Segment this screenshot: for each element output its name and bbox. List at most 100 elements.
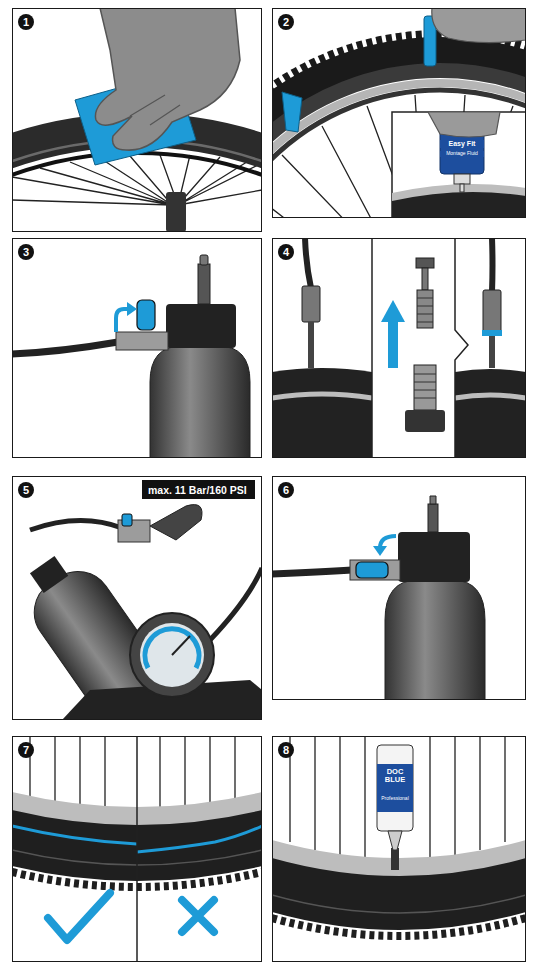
divider: [371, 238, 373, 458]
hand: [428, 112, 500, 137]
hose: [30, 520, 122, 530]
bottle-label-text: DOC BLUE: [377, 768, 413, 785]
hose: [489, 238, 496, 292]
tire: [455, 369, 526, 458]
chuck: [483, 290, 501, 334]
rim: [272, 394, 372, 398]
lever: [122, 514, 132, 526]
step-number: 5: [18, 482, 34, 498]
step-panel: 3: [12, 238, 262, 458]
finger-lines: [130, 95, 180, 125]
core-thread: [417, 298, 433, 322]
arrow-head: [373, 546, 387, 556]
turn-arrow: [116, 309, 128, 332]
tank-neck: [30, 556, 68, 593]
step-panel: max. 11 Bar/160 PSI 5: [12, 476, 262, 720]
bottle-cap: [454, 174, 470, 184]
hose-connector: [350, 560, 400, 580]
rim: [392, 184, 526, 201]
valve-body: [414, 365, 436, 410]
hose: [305, 238, 311, 288]
hose-connector: [116, 332, 168, 350]
step-number: 2: [278, 14, 294, 30]
gauge-face: [140, 623, 204, 687]
lever: [356, 562, 388, 578]
core-top: [416, 258, 434, 268]
rim-edge: [12, 153, 262, 232]
bottle-label-text: Professional: [377, 796, 413, 802]
step-number: 3: [18, 244, 34, 260]
bottle-label-text: Easy Fit: [440, 140, 484, 148]
valve: [428, 504, 438, 532]
gauge-scale: [145, 629, 199, 668]
hose: [210, 568, 262, 640]
tank-head: [166, 304, 236, 348]
valve-stem: [489, 336, 495, 368]
valve: [198, 264, 210, 304]
bottle-label: [377, 764, 413, 812]
bead-line-wrong: [137, 826, 262, 852]
hub: [166, 192, 186, 232]
tank-head: [398, 532, 470, 582]
step-number: 1: [18, 14, 34, 30]
step-number: 4: [278, 244, 294, 260]
panel-2-art: [272, 8, 526, 218]
step-panel: 6: [272, 476, 526, 700]
pressure-note: max. 11 Bar/160 PSI: [142, 482, 253, 499]
bottle-nozzle: [460, 184, 464, 192]
step-number: 8: [278, 742, 294, 758]
core-pin: [422, 268, 428, 290]
step-panel: 2: [272, 8, 526, 218]
panel-1-art: [12, 8, 262, 232]
divider: [136, 736, 138, 962]
tire-tread: [272, 34, 526, 218]
panel-4-art: [272, 238, 526, 458]
rim: [455, 395, 526, 398]
tire: [272, 50, 526, 218]
pump-handle: [150, 505, 202, 540]
detail-inset: [392, 112, 526, 218]
hand: [432, 8, 526, 43]
panel-7-art: [12, 736, 262, 962]
hand: [95, 8, 240, 150]
divider: [455, 238, 468, 458]
air-tank: [150, 346, 250, 458]
gauge: [130, 613, 214, 697]
panel-3-art: [12, 255, 250, 458]
valve-tip: [430, 496, 436, 504]
inset-art: [392, 112, 526, 218]
gauge-needle: [172, 636, 190, 655]
cross-mark: [182, 900, 214, 932]
air-tank: [385, 580, 485, 700]
valve-tip: [200, 255, 208, 265]
bead-line-correct: [12, 826, 137, 844]
step-number: 7: [18, 742, 34, 758]
up-arrow-head: [381, 300, 405, 322]
valve-nut: [405, 410, 445, 432]
arrow-head: [127, 302, 137, 316]
panel-6-art: [272, 496, 485, 700]
check-mark: [48, 893, 110, 940]
pressure-banner: max. 11 Bar/160 PSI: [142, 480, 255, 499]
step-panel: 1: [12, 8, 262, 232]
valve-stem: [308, 322, 314, 368]
panel-5-art: [12, 505, 262, 720]
hose: [12, 342, 118, 354]
tire: [272, 368, 372, 458]
sealant-bottle: [377, 745, 413, 831]
spokes: [290, 736, 505, 860]
tire-lever: [282, 92, 302, 132]
lever: [137, 300, 155, 330]
sidewall-line: [272, 895, 526, 913]
panel-8-art: [272, 736, 526, 936]
bottle-nozzle: [388, 831, 402, 850]
step-panel: 4: [272, 238, 526, 458]
step-panel: 7: [12, 736, 262, 962]
up-arrow: [388, 320, 398, 368]
chuck-ring: [482, 330, 502, 336]
tire-tread: [272, 918, 526, 936]
valve-stem: [391, 848, 399, 870]
step-number: 6: [278, 482, 294, 498]
chuck: [302, 286, 320, 322]
valve-core: [417, 290, 433, 328]
